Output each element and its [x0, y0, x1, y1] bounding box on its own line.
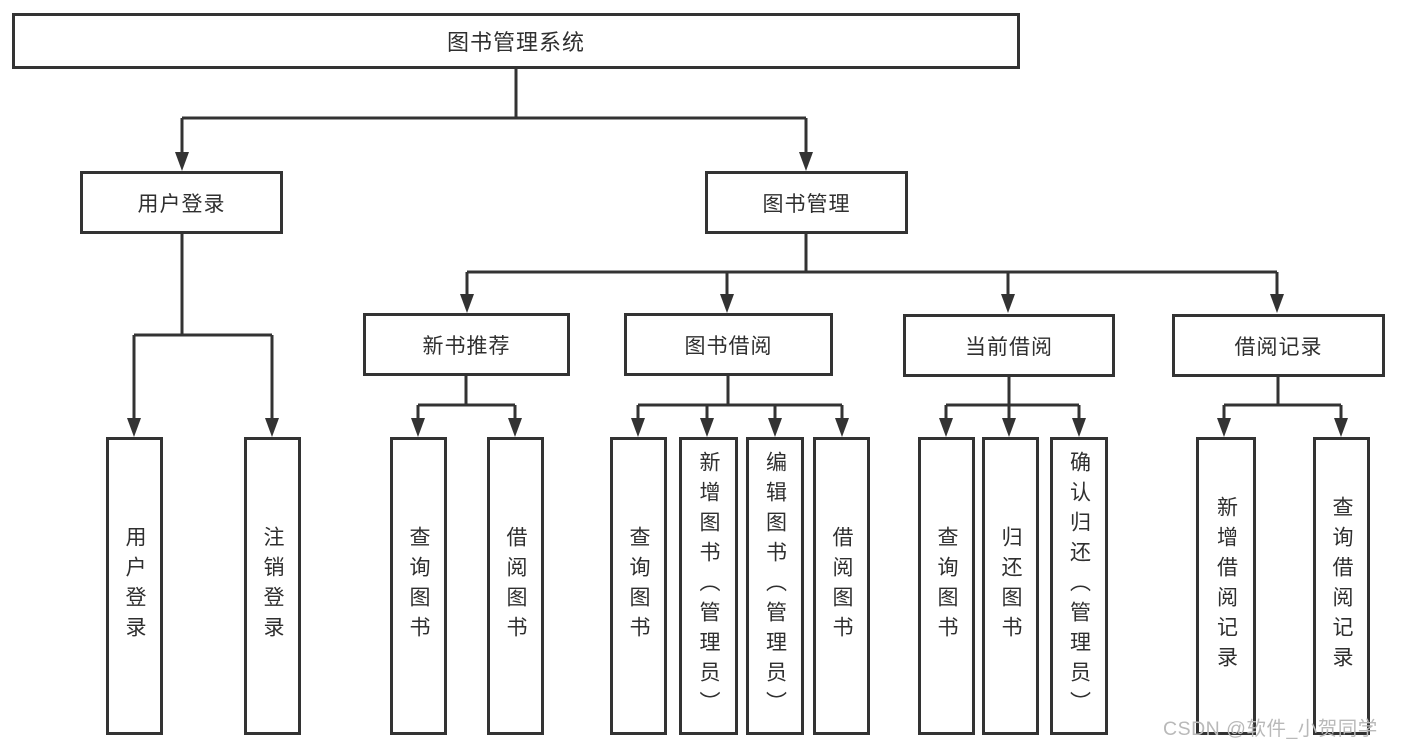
arrowheads: [127, 152, 1348, 437]
leaf-add-books-admin: 新增图书（管理员）: [679, 437, 738, 735]
leaf-confirm-return-admin: 确认归还（管理员）: [1050, 437, 1108, 735]
leaf-label: 查询图书: [407, 526, 430, 646]
leaf-label: 归还图书: [999, 526, 1022, 646]
node-library-management-system: 图书管理系统: [12, 13, 1020, 69]
node-label: 借阅记录: [1234, 335, 1323, 359]
node-new-book-recommend: 新书推荐: [363, 313, 570, 376]
leaf-logout: 注销登录: [244, 437, 301, 735]
node-label: 图书管理系统: [446, 30, 585, 55]
leaf-query-borrow-record: 查询借阅记录: [1313, 437, 1370, 735]
leaf-label: 查询借阅记录: [1330, 496, 1353, 676]
leaf-add-borrow-record: 新增借阅记录: [1196, 437, 1256, 735]
leaf-label: 注销登录: [261, 526, 284, 646]
leaf-edit-books-admin: 编辑图书（管理员）: [746, 437, 804, 735]
node-label: 图书管理: [762, 192, 851, 216]
leaf-user-login: 用户登录: [106, 437, 163, 735]
node-user-login-group: 用户登录: [80, 171, 283, 234]
leaf-label: 新增图书（管理员）: [697, 451, 720, 721]
node-label: 当前借阅: [965, 335, 1053, 359]
leaf-label: 编辑图书（管理员）: [763, 451, 787, 721]
leaf-label: 用户登录: [123, 526, 146, 646]
leaf-label: 新增借阅记录: [1214, 496, 1238, 676]
node-current-borrowing: 当前借阅: [903, 314, 1115, 377]
leaf-label: 借阅图书: [504, 526, 527, 646]
leaf-query-books-current: 查询图书: [918, 437, 975, 735]
leaf-label: 借阅图书: [830, 526, 853, 646]
watermark: CSDN @软件_小贺同学: [1163, 718, 1378, 740]
leaf-borrow-books: 借阅图书: [813, 437, 870, 735]
leaf-label: 查询图书: [627, 526, 650, 646]
leaf-query-books-recommend: 查询图书: [390, 437, 447, 735]
leaf-borrow-books-recommend: 借阅图书: [487, 437, 544, 735]
leaf-label: 确认归还（管理员）: [1067, 451, 1091, 721]
node-label: 图书借阅: [684, 334, 773, 358]
leaf-return-books: 归还图书: [982, 437, 1039, 735]
node-label: 用户登录: [137, 192, 226, 216]
leaf-query-books-borrowing: 查询图书: [610, 437, 667, 735]
leaf-label: 查询图书: [935, 526, 958, 646]
node-label: 新书推荐: [422, 334, 511, 358]
node-borrowing-records: 借阅记录: [1172, 314, 1385, 377]
node-book-management: 图书管理: [705, 171, 908, 234]
node-book-borrowing: 图书借阅: [624, 313, 833, 376]
